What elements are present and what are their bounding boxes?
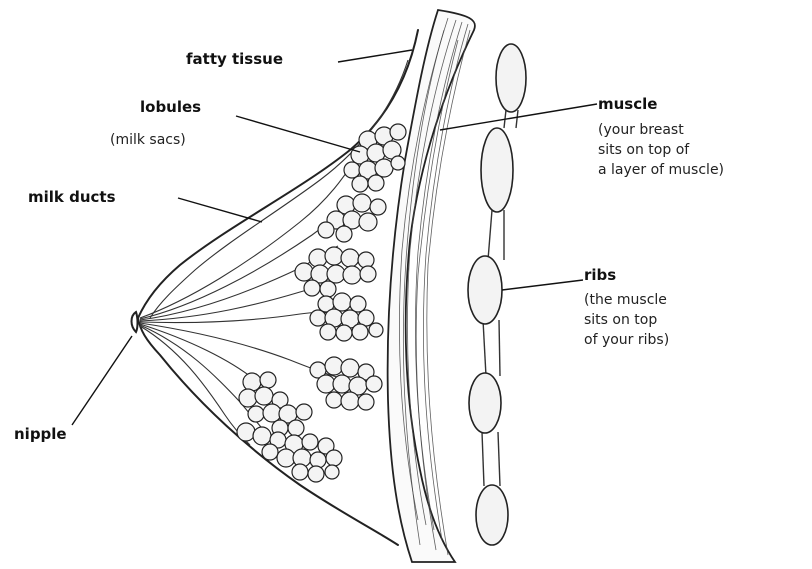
lobule-cluster-3	[295, 247, 376, 297]
milk-ducts-label: milk ducts	[28, 190, 116, 205]
ribs-sub-line-1: (the muscle	[584, 290, 669, 310]
nipple-label: nipple	[14, 427, 67, 442]
rib-4	[469, 373, 501, 433]
lobule-cluster-4	[310, 293, 383, 341]
fatty-tissue-leader	[338, 50, 412, 62]
lobule-cluster-2	[318, 194, 386, 242]
nipple-shape	[132, 312, 138, 332]
rib-1	[496, 44, 526, 112]
muscle-sub-label: (your breast sits on top of a layer of m…	[598, 120, 724, 180]
ribs-chain	[468, 44, 526, 545]
ribs-sub-line-2: sits on top	[584, 310, 669, 330]
lobule-cluster-1	[344, 124, 406, 192]
ribs-leader	[502, 280, 583, 290]
muscle-sub-line-2: sits on top of	[598, 140, 724, 160]
muscle-band	[388, 10, 475, 562]
lobules-leader	[236, 116, 360, 152]
fatty-tissue-label: fatty tissue	[186, 52, 283, 67]
milk-ducts-leader	[178, 198, 262, 222]
muscle-sub-line-3: a layer of muscle)	[598, 160, 724, 180]
ribs-sub-label: (the muscle sits on top of your ribs)	[584, 290, 669, 350]
muscle-sub-line-1: (your breast	[598, 120, 724, 140]
lobule-cluster-5	[310, 357, 382, 410]
muscle-label: muscle	[598, 97, 657, 112]
nipple-leader	[72, 336, 132, 425]
ribs-label: ribs	[584, 268, 616, 283]
rib-5	[476, 485, 508, 545]
ribs-sub-line-3: of your ribs)	[584, 330, 669, 350]
rib-2	[481, 128, 513, 212]
rib-3	[468, 256, 502, 324]
lobules-sub-label: (milk sacs)	[110, 130, 186, 150]
lobules-label: lobules	[140, 100, 201, 115]
